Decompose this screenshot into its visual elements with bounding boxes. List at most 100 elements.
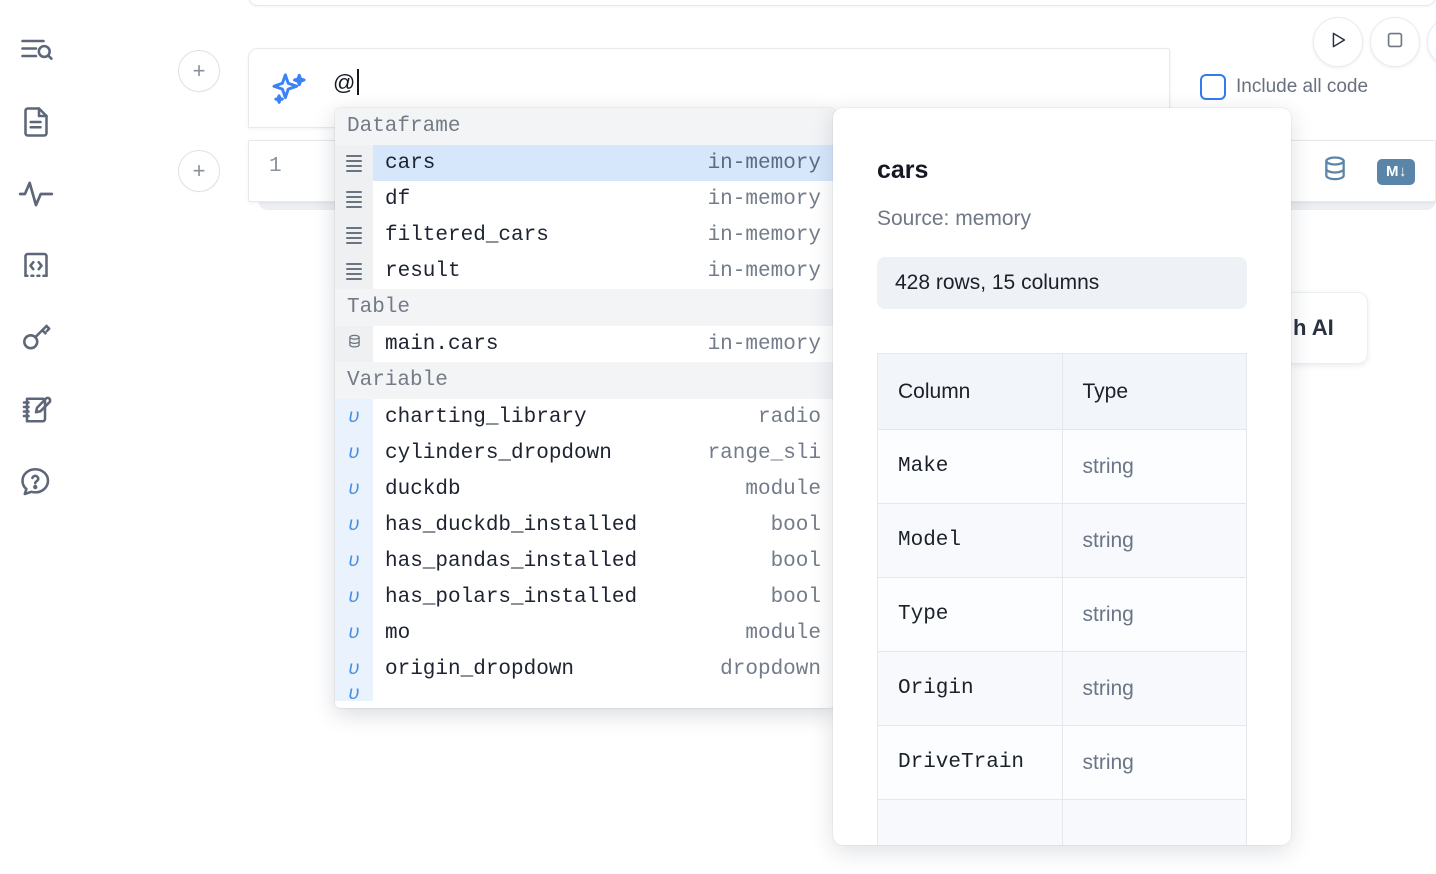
option-label: duckdb bbox=[385, 477, 461, 501]
include-all-code-row[interactable]: Include all code bbox=[1200, 74, 1368, 100]
option-label: cylinders_dropdown bbox=[385, 441, 612, 465]
option-icon-cell: υ bbox=[335, 399, 373, 435]
sidebar-item-outline[interactable] bbox=[8, 14, 64, 86]
option-icon-cell: υ bbox=[335, 507, 373, 543]
option-type: dropdown bbox=[720, 657, 821, 681]
option-label: df bbox=[385, 187, 411, 211]
option-label: has_duckdb_installed bbox=[385, 513, 638, 537]
option-icon-cell: υ bbox=[335, 435, 373, 471]
docs-source: Source: memory bbox=[877, 207, 1032, 230]
autocomplete-section-header: Dataframe bbox=[335, 108, 835, 145]
option-type: in-memory bbox=[707, 151, 821, 175]
option-type: module bbox=[745, 621, 821, 645]
option-type: bool bbox=[770, 513, 821, 537]
dataframe-rows-icon bbox=[346, 190, 362, 208]
add-cell-button-bottom[interactable]: + bbox=[178, 150, 220, 192]
sidebar-item-help[interactable] bbox=[8, 446, 64, 518]
option-icon-cell: υ bbox=[335, 651, 373, 687]
add-cell-button-top[interactable]: + bbox=[178, 50, 220, 92]
column-name-cell: Make bbox=[877, 429, 1063, 504]
sidebar-item-variables[interactable] bbox=[8, 158, 64, 230]
autocomplete-option[interactable]: cars in-memory bbox=[335, 145, 835, 181]
column-name-cell: Model bbox=[877, 503, 1063, 578]
stop-square-icon bbox=[1384, 29, 1406, 56]
option-label: main.cars bbox=[385, 332, 499, 356]
line-number: 1 bbox=[269, 155, 282, 178]
option-icon-cell: υ bbox=[335, 615, 373, 651]
dataframe-rows-icon bbox=[346, 154, 362, 172]
autocomplete-option[interactable]: υ has_duckdb_installed bool bbox=[335, 507, 835, 543]
text-caret bbox=[356, 69, 359, 95]
option-label: result bbox=[385, 259, 461, 283]
option-icon-cell bbox=[335, 145, 373, 181]
autocomplete-section-header: Table bbox=[335, 289, 835, 326]
variable-icon: υ bbox=[348, 442, 360, 464]
column-name-cell bbox=[877, 799, 1063, 845]
option-label: mo bbox=[385, 621, 411, 645]
option-type: module bbox=[745, 477, 821, 501]
variable-icon: υ bbox=[348, 658, 360, 680]
option-label: charting_library bbox=[385, 405, 587, 429]
variable-icon: υ bbox=[348, 406, 360, 428]
option-icon-cell: υ bbox=[335, 579, 373, 615]
database-icon[interactable] bbox=[1319, 153, 1351, 190]
autocomplete-option[interactable]: υ duckdb module bbox=[335, 471, 835, 507]
option-label: has_polars_installed bbox=[385, 585, 638, 609]
sidebar-item-snippets[interactable] bbox=[8, 230, 64, 302]
run-cell-button[interactable] bbox=[1313, 17, 1363, 67]
include-all-code-checkbox[interactable] bbox=[1200, 74, 1226, 100]
sidebar-item-files[interactable] bbox=[8, 86, 64, 158]
variable-icon: υ bbox=[348, 687, 360, 701]
option-label: has_pandas_installed bbox=[385, 549, 638, 573]
scratchpad-icon bbox=[18, 392, 54, 428]
ai-prompt-input[interactable]: @ bbox=[333, 69, 359, 96]
column-type-cell: string bbox=[1061, 651, 1247, 726]
column-type-cell: string bbox=[1061, 503, 1247, 578]
autocomplete-option-clipped[interactable]: υ bbox=[335, 687, 835, 701]
variable-icon: υ bbox=[348, 514, 360, 536]
include-all-code-label: Include all code bbox=[1236, 76, 1369, 97]
markdown-letter: M bbox=[1386, 163, 1399, 180]
variable-icon: υ bbox=[348, 550, 360, 572]
stop-cell-button[interactable] bbox=[1370, 17, 1420, 67]
cell-more-button[interactable] bbox=[1427, 17, 1436, 67]
markdown-icon[interactable]: M↓ bbox=[1377, 158, 1415, 185]
previous-cell-edge bbox=[248, 0, 1436, 6]
table-header-cell: Column bbox=[877, 353, 1063, 430]
option-icon-cell: υ bbox=[335, 471, 373, 507]
plus-icon: + bbox=[192, 158, 206, 183]
variable-icon: υ bbox=[348, 478, 360, 500]
sidebar-item-secrets[interactable] bbox=[8, 302, 64, 374]
table-header-cell: Type bbox=[1061, 353, 1247, 430]
sidebar-item-scratchpad[interactable] bbox=[8, 374, 64, 446]
generate-with-ai-pill[interactable]: h AI bbox=[1284, 292, 1368, 364]
key-icon bbox=[18, 320, 54, 356]
column-type-cell: string bbox=[1061, 725, 1247, 800]
option-icon-cell bbox=[335, 253, 373, 289]
dataframe-rows-icon bbox=[346, 226, 362, 244]
column-type-cell: string bbox=[1061, 429, 1247, 504]
option-label: cars bbox=[385, 151, 436, 175]
plus-icon: + bbox=[192, 58, 206, 83]
generate-with-ai-label: h AI bbox=[1293, 315, 1334, 340]
cell-icon-group: M↓ bbox=[1319, 153, 1415, 190]
option-icon-cell: υ bbox=[335, 543, 373, 579]
column-name-cell: DriveTrain bbox=[877, 725, 1063, 800]
docs-stats-badge: 428 rows, 15 columns bbox=[877, 257, 1247, 309]
column-type-cell bbox=[1061, 799, 1247, 845]
